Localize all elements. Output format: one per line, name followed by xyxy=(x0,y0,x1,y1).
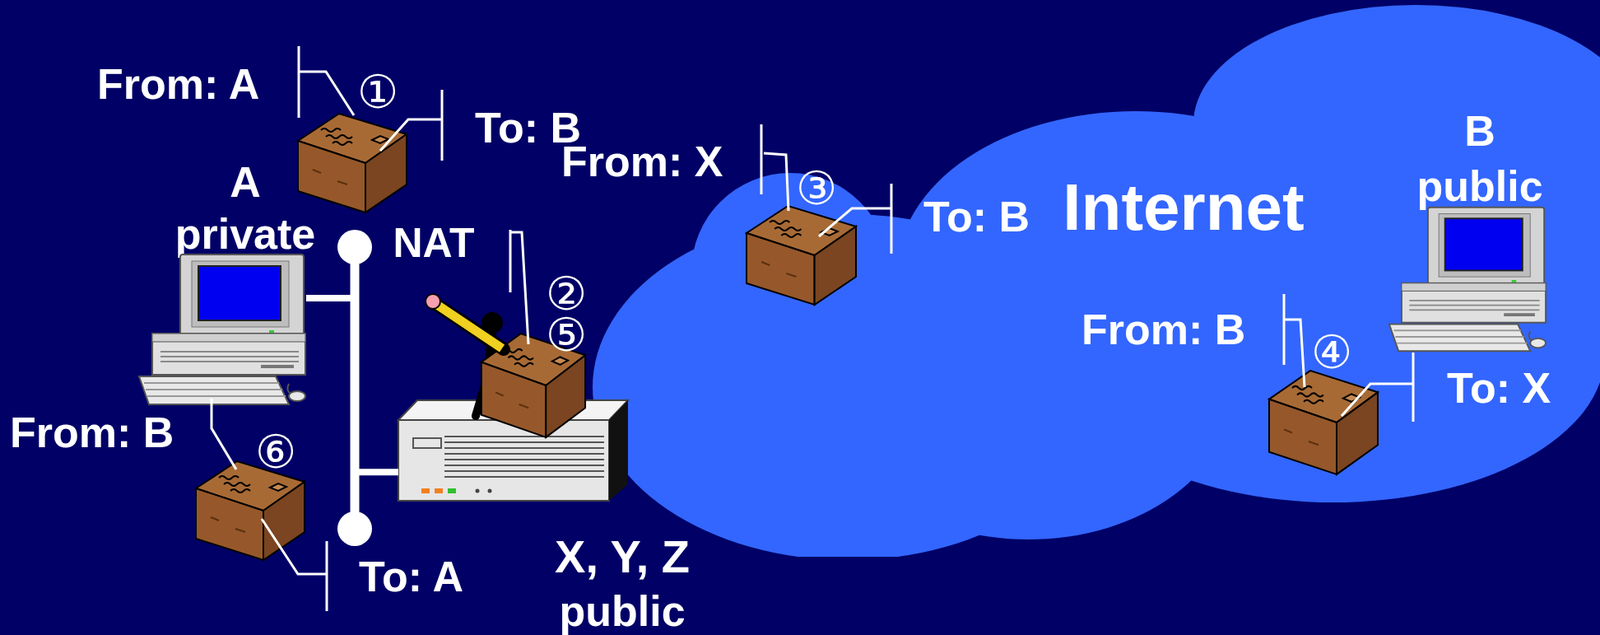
address-label: From: X xyxy=(561,139,723,183)
bus-terminator xyxy=(337,229,373,265)
router-dot xyxy=(488,488,493,494)
internet-cloud: Internet Bpublic xyxy=(591,4,1600,557)
cloud-lobe xyxy=(1415,123,1600,420)
bus-terminator xyxy=(337,511,373,546)
leader-line xyxy=(509,229,512,293)
callout-number: ⑥ xyxy=(255,428,297,475)
address-label: From: A xyxy=(97,62,260,106)
packet-box xyxy=(297,113,407,213)
pencil xyxy=(425,293,504,349)
address-label: From: B xyxy=(9,410,174,454)
cloud-shape xyxy=(591,4,1600,557)
computer-node: Bpublic xyxy=(1387,204,1547,354)
packet-box xyxy=(195,460,305,560)
computer-icon xyxy=(139,254,306,405)
leader-line xyxy=(325,540,329,611)
computer-node: Aprivate xyxy=(137,251,307,408)
callout-number: ③ xyxy=(795,165,838,212)
router-led xyxy=(434,488,443,494)
pencil-body xyxy=(434,302,503,349)
node-title: B xyxy=(1464,109,1496,153)
leader-line xyxy=(510,232,529,345)
node-text: public xyxy=(558,589,685,633)
pencil-eraser xyxy=(425,293,441,309)
leader-line xyxy=(818,208,892,237)
leader-line xyxy=(261,518,327,574)
computer-icon xyxy=(1389,207,1546,351)
leader-line xyxy=(763,153,789,211)
nat-worker xyxy=(469,311,504,416)
leader-line xyxy=(211,398,237,470)
router-front xyxy=(398,419,610,501)
leader-line xyxy=(441,89,444,161)
router-top xyxy=(398,400,628,420)
leader-lines xyxy=(211,46,1414,611)
bus-line xyxy=(350,246,360,529)
node-text: public xyxy=(1416,164,1543,208)
node-title: A xyxy=(229,160,261,204)
leader-line xyxy=(1412,352,1415,422)
router-side xyxy=(609,400,628,501)
node-text: private xyxy=(175,212,317,256)
address-label: To: A xyxy=(358,554,464,598)
address-label: From: B xyxy=(1081,307,1246,351)
network-wire xyxy=(306,297,399,472)
node-title: Internet xyxy=(1062,174,1304,241)
worker-body xyxy=(469,329,504,416)
node-title: NAT xyxy=(392,222,475,264)
leader-line xyxy=(1283,319,1305,387)
leader-line xyxy=(1341,383,1414,416)
router-dot xyxy=(475,488,480,494)
node-text: X, Y, Z xyxy=(554,533,690,580)
router-slot xyxy=(413,437,442,448)
nat-router xyxy=(398,400,628,501)
leader-line xyxy=(890,183,894,254)
leader-line xyxy=(298,71,354,116)
address-label: To: X xyxy=(1446,366,1551,410)
nat-router-node: NATX, Y, Zpublic xyxy=(398,398,628,501)
leader-line xyxy=(760,124,763,195)
router-vents xyxy=(444,436,605,477)
callout-number: ④ xyxy=(1311,329,1353,376)
callout-number: ② xyxy=(545,270,587,317)
callout-number: ① xyxy=(357,69,399,116)
packet-box xyxy=(746,205,856,305)
leader-line xyxy=(380,119,442,151)
pencil-outline xyxy=(434,302,504,349)
packet-box xyxy=(1269,370,1378,475)
worker-head xyxy=(481,311,503,334)
lan-bus xyxy=(337,229,373,546)
router-led xyxy=(421,488,430,494)
leader-line xyxy=(297,46,301,118)
callout-number: ⑤ xyxy=(545,311,587,359)
router-led xyxy=(447,488,456,494)
address-label: To: B xyxy=(923,195,1030,238)
leader-line xyxy=(1283,293,1286,365)
